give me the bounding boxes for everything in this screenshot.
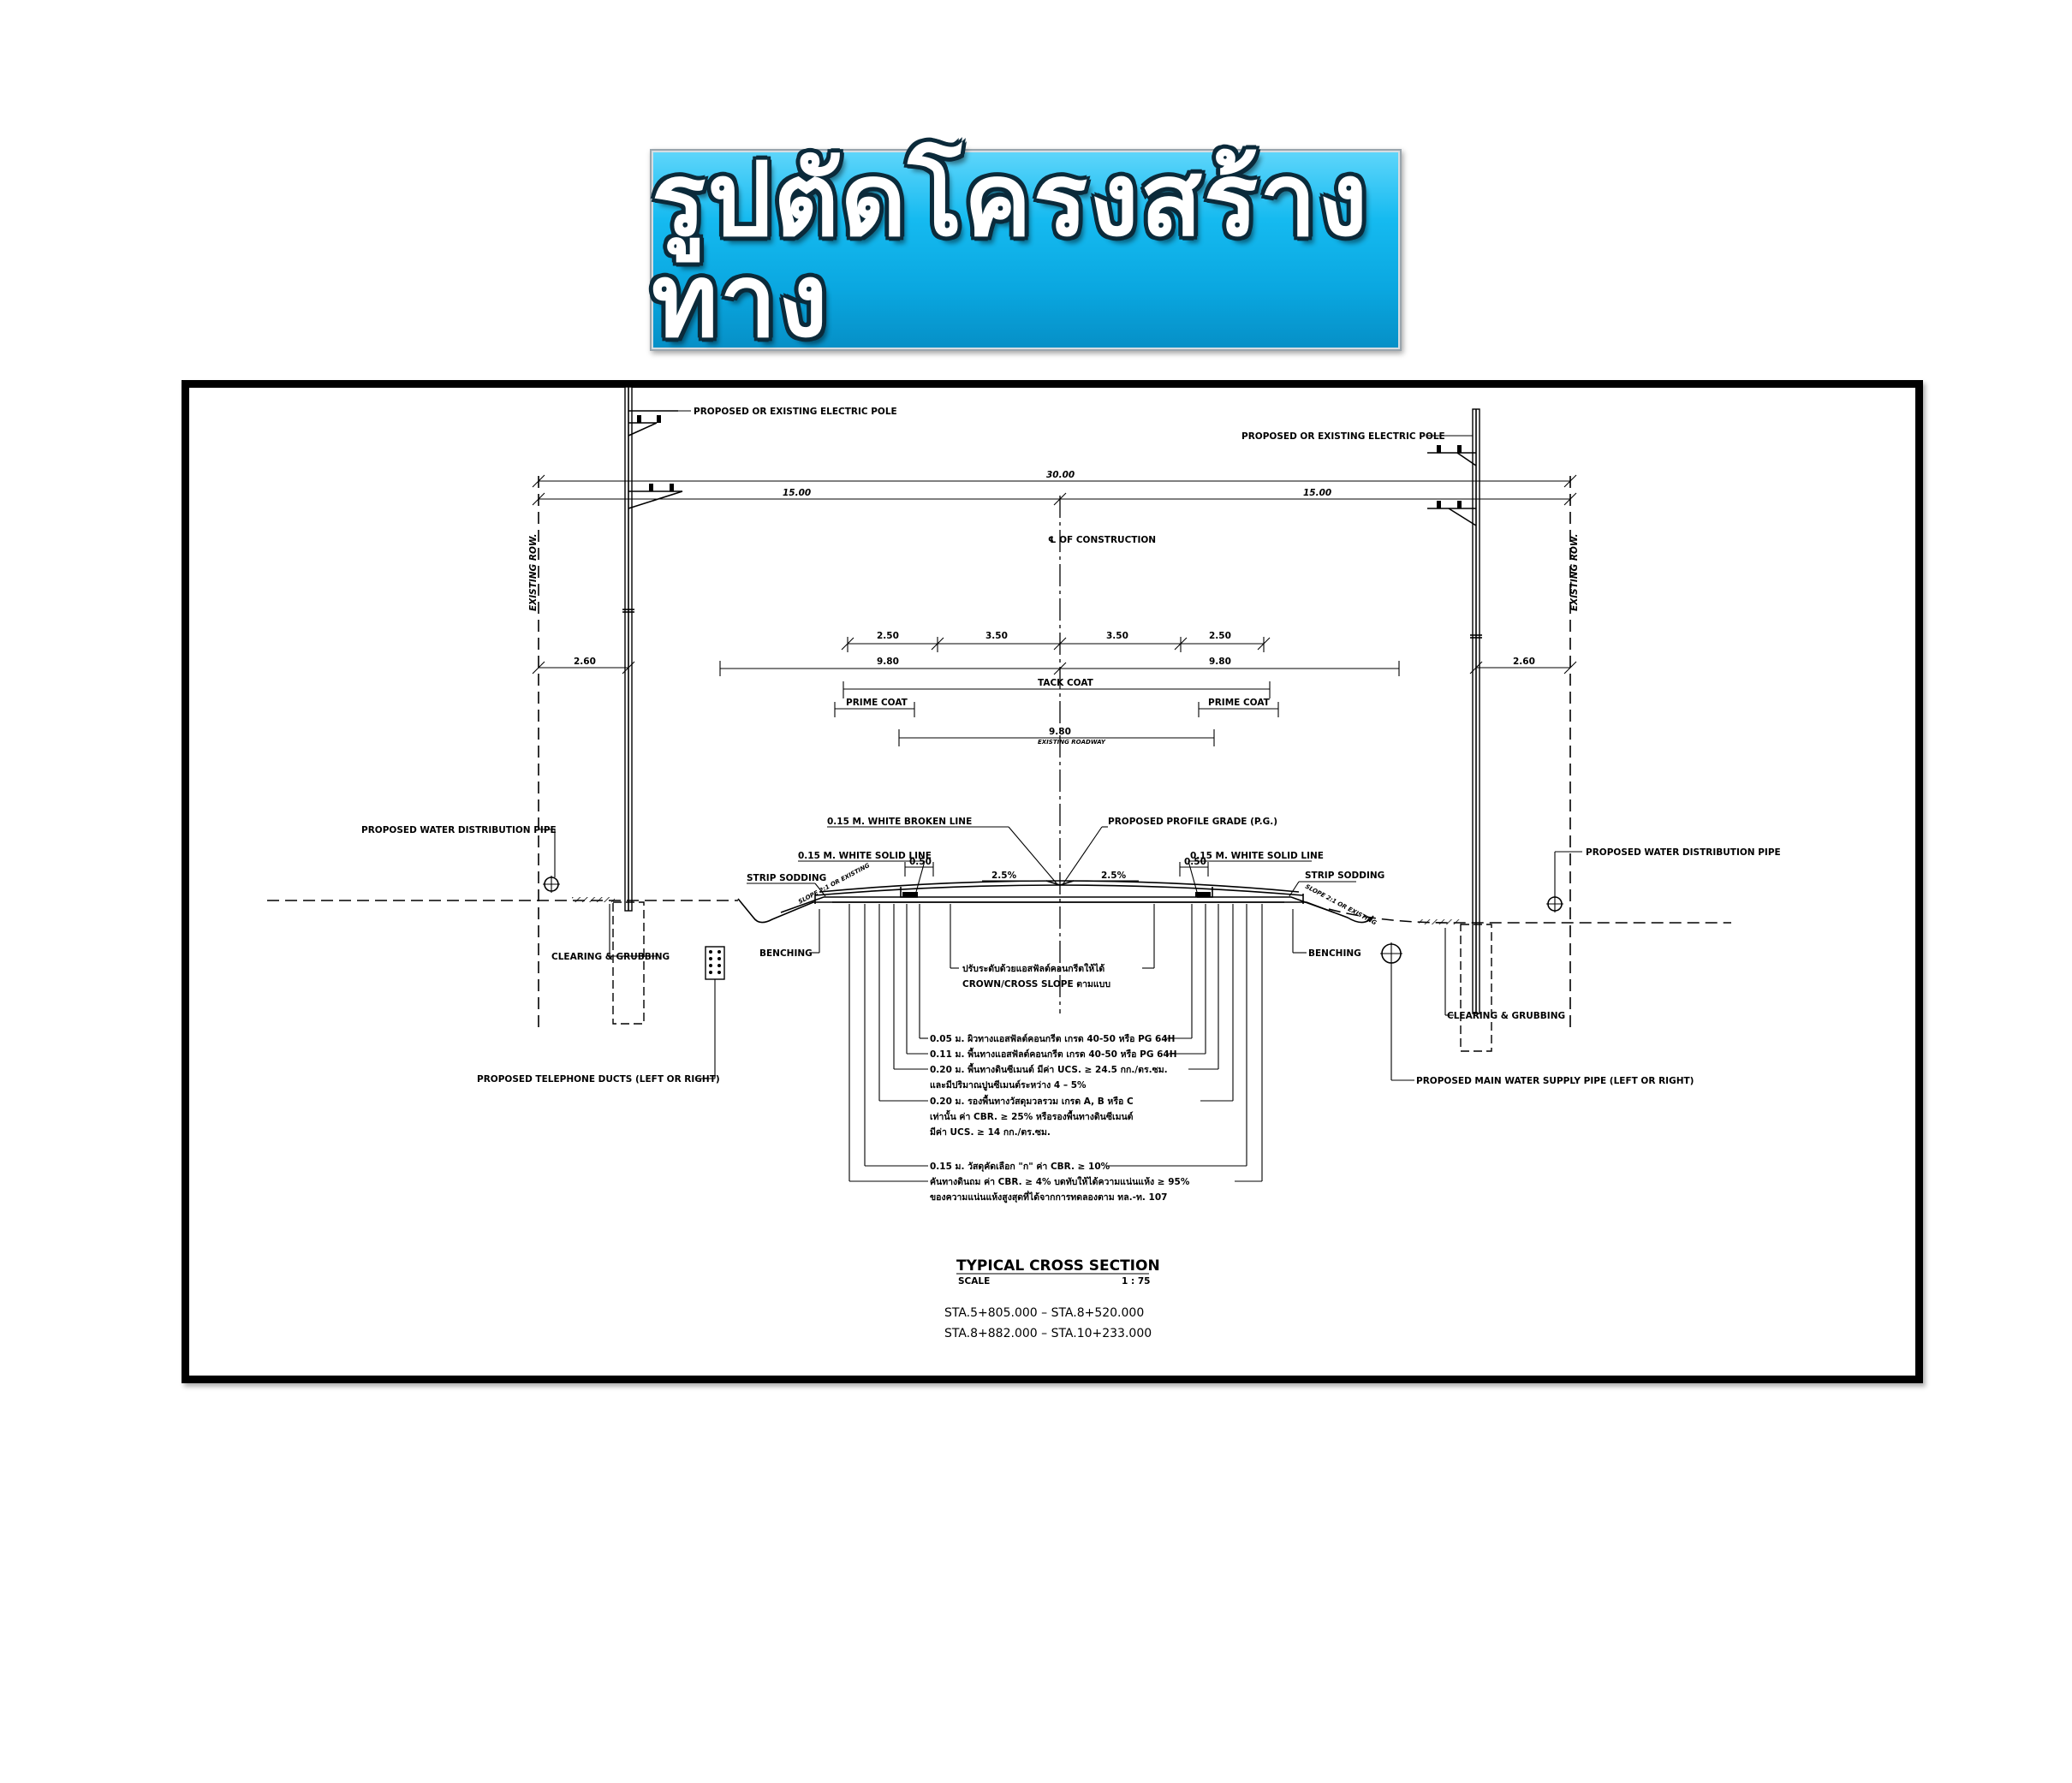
dim-row-right: 2.60 — [1513, 657, 1535, 667]
cross-section-drawing: PROPOSED OR EXISTING ELECTRIC POLE PROPO… — [267, 386, 1781, 1340]
layer-text-6: เท่านั้น ค่า CBR. ≥ 25% หรือรองพื้นทางดิ… — [930, 1109, 1134, 1122]
tack-coat-label: TACK COAT — [1038, 678, 1094, 688]
solid-line-right-label: 0.15 M. WHITE SOLID LINE — [1190, 851, 1324, 861]
water-pipe-left — [539, 829, 560, 893]
dim-half-width-left: 9.80 — [877, 657, 899, 667]
prime-coat-right: PRIME COAT — [1208, 698, 1271, 708]
dim-offset-left: 0.50 — [909, 857, 932, 867]
dim-row-left: 2.60 — [574, 657, 596, 667]
main-water-pipe — [1380, 942, 1414, 1081]
layer-text-1: 0.05 ม. ผิวทางแอสฟัลต์คอนกรีต เกรด 40-50… — [930, 1033, 1175, 1044]
dim-half-width-right: 9.80 — [1209, 657, 1231, 667]
layer-text-5: 0.20 ม. รองพื้นทางวัสดุมวลรวม เกรด A, B … — [930, 1094, 1134, 1108]
dim-lane-right: 3.50 — [1106, 631, 1128, 641]
ground-line-right — [1328, 908, 1731, 924]
caption-scale-value: 1 : 75 — [1122, 1276, 1150, 1287]
electric-pole-right — [1427, 408, 1482, 1014]
prime-coat-left: PRIME COAT — [846, 698, 908, 708]
pole-foundation-right — [1460, 924, 1492, 1052]
layer-text-10: ของความแน่นแห้งสูงสุดที่ได้จากการทดลองตา… — [930, 1190, 1167, 1204]
layer-text-4: และมีปริมาณปูนซีเมนต์ระหว่าง 4 – 5% — [930, 1079, 1087, 1091]
pole-label-left: PROPOSED OR EXISTING ELECTRIC POLE — [694, 407, 897, 417]
caption-scale-label: SCALE — [958, 1276, 990, 1287]
dim-total: 30.00 — [1046, 470, 1075, 480]
telephone-duct — [695, 946, 725, 1079]
existing-roadway-label: EXISTING ROADWAY — [1038, 739, 1106, 746]
profile-grade-label: PROPOSED PROFILE GRADE (P.G.) — [1108, 817, 1277, 827]
caption-title: TYPICAL CROSS SECTION — [956, 1257, 1160, 1275]
row-label-left: EXISTING ROW. — [528, 533, 539, 611]
strip-sodding-right: STRIP SODDING — [1305, 871, 1384, 881]
layer-text-3: 0.20 ม. พื้นทางดินซีเมนต์ มีค่า UCS. ≥ 2… — [930, 1062, 1168, 1075]
benching-left: BENCHING — [759, 948, 813, 959]
dim-shoulder-left: 2.50 — [877, 631, 899, 641]
pole-label-right: PROPOSED OR EXISTING ELECTRIC POLE — [1241, 431, 1445, 442]
clearing-label-right: CLEARING & GRUBBING — [1447, 1011, 1565, 1021]
pole-foundation-left — [612, 901, 645, 1025]
layer-leaders — [848, 904, 1263, 1182]
electric-pole-left — [622, 386, 683, 912]
construction-label: ℄ OF CONSTRUCTION — [1048, 535, 1156, 545]
station-range-1: STA.5+805.000 – STA.8+520.000 — [944, 1306, 1144, 1320]
dim-existing: 9.80 — [1049, 727, 1071, 737]
water-pipe-right — [1546, 851, 1582, 912]
water-label-left: PROPOSED WATER DISTRIBUTION PIPE — [361, 825, 557, 835]
main-water-label: PROPOSED MAIN WATER SUPPLY PIPE (LEFT OR… — [1416, 1076, 1694, 1086]
dim-slope-left: 2.5% — [991, 871, 1017, 881]
clearing-label-left: CLEARING & GRUBBING — [551, 952, 670, 962]
strip-sodding-left: STRIP SODDING — [747, 873, 826, 883]
layer-text-7: มีค่า UCS. ≥ 14 กก./ตร.ซม. — [930, 1126, 1051, 1138]
dim-half-right: 15.00 — [1303, 488, 1331, 498]
solid-line-left-label: 0.15 M. WHITE SOLID LINE — [798, 851, 932, 861]
road-embankment — [737, 880, 1374, 924]
layer-text-2: 0.11 ม. พื้นทางแอสฟัลต์คอนกรีต เกรด 40-5… — [930, 1047, 1177, 1060]
title-banner: รูปตัดโครงสร้างทาง — [650, 149, 1402, 351]
dim-lane-left: 3.50 — [985, 631, 1008, 641]
crown-label-en: CROWN/CROSS SLOPE ตามแบบ — [962, 979, 1110, 990]
row-label-right: EXISTING ROW. — [1569, 533, 1580, 611]
water-label-right: PROPOSED WATER DISTRIBUTION PIPE — [1586, 847, 1781, 858]
benching-right: BENCHING — [1308, 948, 1361, 959]
broken-line-label: 0.15 M. WHITE BROKEN LINE — [827, 817, 972, 827]
layer-text-9: คันทางดินถม ค่า CBR. ≥ 4% บดทับให้ได้ควา… — [930, 1175, 1190, 1187]
dim-shoulder-right: 2.50 — [1209, 631, 1231, 641]
station-range-2: STA.8+882.000 – STA.10+233.000 — [944, 1327, 1152, 1340]
drawing-frame — [182, 380, 1923, 1383]
dim-slope-right: 2.5% — [1101, 871, 1127, 881]
layer-text-8: 0.15 ม. วัสดุคัดเลือก "ก" ค่า CBR. ≥ 10% — [930, 1161, 1110, 1173]
dim-half-left: 15.00 — [783, 488, 811, 498]
telephone-label: PROPOSED TELEPHONE DUCTS (LEFT OR RIGHT) — [477, 1074, 720, 1085]
page-title: รูปตัดโครงสร้างทาง — [652, 140, 1370, 360]
crown-label-th: ปรับระดับด้วยแอสฟัลต์คอนกรีตให้ได้ — [962, 962, 1104, 974]
